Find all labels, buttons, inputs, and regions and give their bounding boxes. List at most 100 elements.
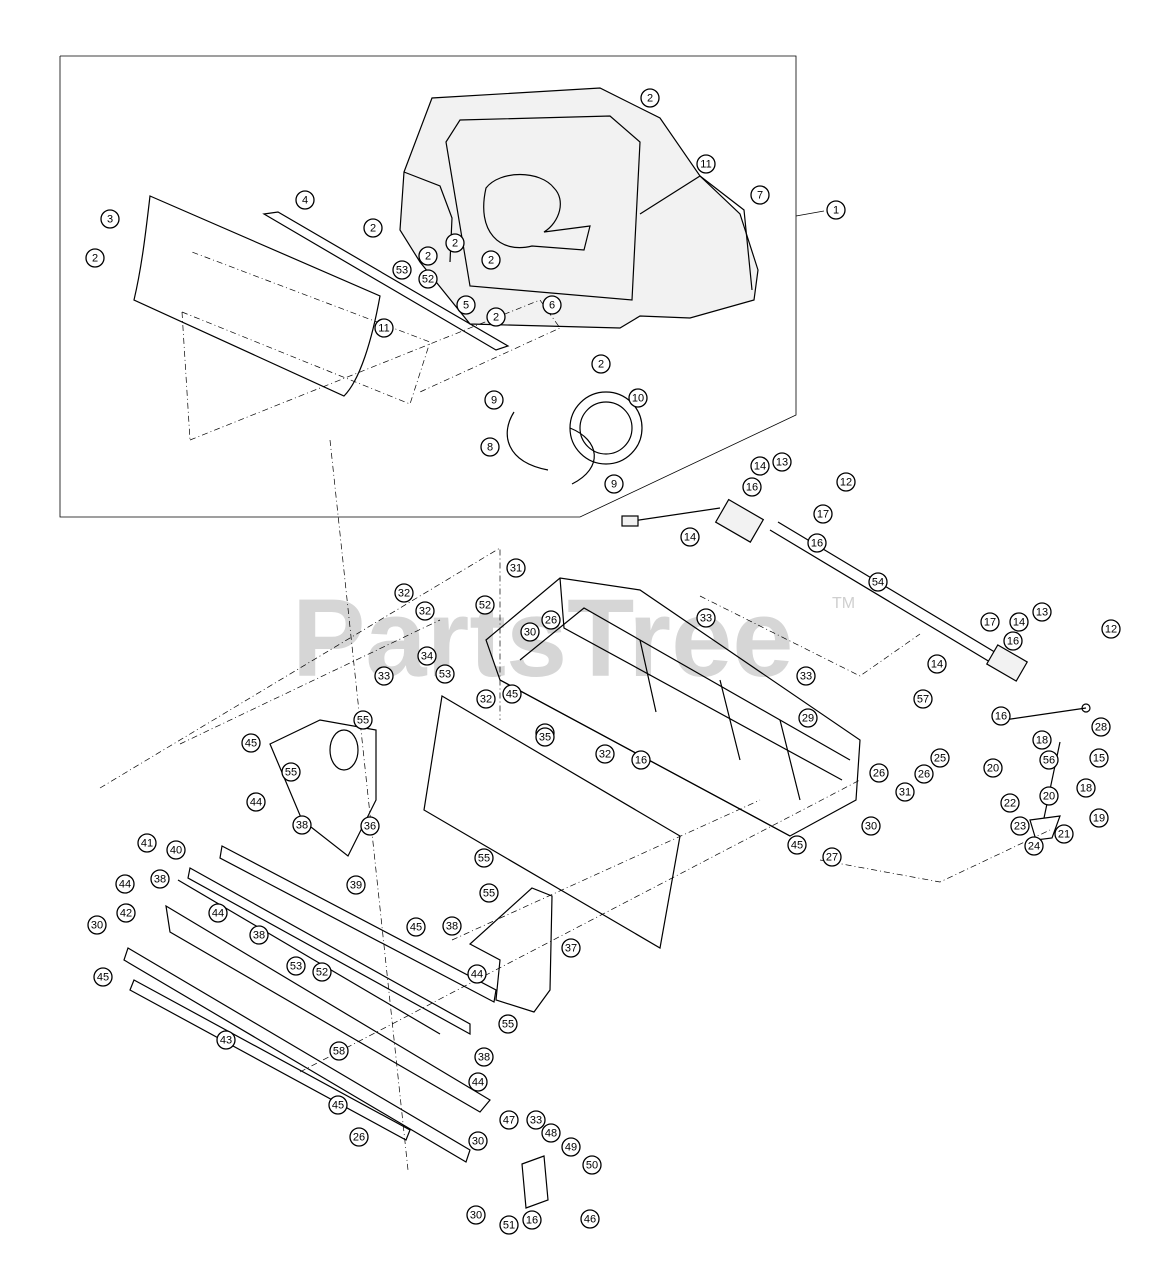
callout-circle	[983, 758, 1003, 778]
callout-9: 9	[604, 474, 624, 494]
callout-2: 2	[85, 248, 105, 268]
callout-circle	[750, 185, 770, 205]
callout-26: 26	[869, 763, 889, 783]
callout-34: 34	[417, 646, 437, 666]
callout-circle	[476, 689, 496, 709]
callout-44: 44	[468, 1072, 488, 1092]
callout-number: 31	[899, 787, 911, 799]
callout-number: 16	[746, 482, 758, 494]
callout-number: 13	[1036, 607, 1048, 619]
callout-circle	[520, 622, 540, 642]
callout-38: 38	[292, 815, 312, 835]
callout-circle	[406, 917, 426, 937]
callout-number: 2	[452, 238, 458, 250]
callout-number: 2	[598, 359, 604, 371]
callout-number: 32	[599, 749, 611, 761]
callout-55: 55	[498, 1014, 518, 1034]
callout-number: 29	[802, 713, 814, 725]
callout-37: 37	[561, 938, 581, 958]
callout-24: 24	[1024, 836, 1044, 856]
callout-circle	[116, 903, 136, 923]
callout-circle	[1003, 631, 1023, 651]
callout-45: 45	[93, 967, 113, 987]
callout-number: 2	[493, 312, 499, 324]
callout-number: 14	[1013, 617, 1025, 629]
callout-circle	[481, 250, 501, 270]
callout-number: 16	[635, 755, 647, 767]
callout-number: 51	[503, 1220, 515, 1232]
callout-number: 41	[141, 838, 153, 850]
callout-17: 17	[980, 612, 1000, 632]
callout-number: 52	[316, 967, 328, 979]
callout-circle	[1054, 824, 1074, 844]
callout-number: 2	[92, 253, 98, 265]
callout-circle	[328, 1095, 348, 1115]
callout-number: 38	[478, 1052, 490, 1064]
callout-circle	[582, 1155, 602, 1175]
callout-48: 48	[541, 1123, 561, 1143]
callout-circle	[312, 962, 332, 982]
callout-circle	[486, 307, 506, 327]
callout-circle	[484, 390, 504, 410]
side-plate-37	[468, 887, 553, 1013]
callout-circle	[85, 248, 105, 268]
callout-circle	[363, 218, 383, 238]
callout-circle	[930, 748, 950, 768]
callout-25: 25	[930, 748, 950, 768]
callout-number: 53	[290, 961, 302, 973]
hood-cover	[399, 87, 759, 329]
callout-circle	[418, 246, 438, 266]
callout-16: 16	[742, 477, 762, 497]
callout-number: 2	[370, 223, 376, 235]
callout-55: 55	[281, 762, 301, 782]
callout-number: 31	[510, 563, 522, 575]
callout-number: 9	[611, 479, 617, 491]
callout-2: 2	[445, 233, 465, 253]
callout-number: 3	[107, 214, 113, 226]
callout-circle	[631, 750, 651, 770]
callout-number: 11	[378, 323, 389, 335]
callout-49: 49	[561, 1137, 581, 1157]
callout-circle	[591, 354, 611, 374]
callout-number: 4	[302, 195, 308, 207]
callout-number: 45	[332, 1100, 344, 1112]
callout-53: 53	[435, 664, 455, 684]
callout-circle	[353, 710, 373, 730]
callout-circle	[861, 816, 881, 836]
callout-circle	[442, 916, 462, 936]
callout-number: 33	[378, 671, 390, 683]
leader-1	[795, 210, 825, 217]
callout-circle	[869, 763, 889, 783]
upper-assembly-frame	[59, 55, 797, 518]
callout-number: 18	[1036, 735, 1048, 747]
callout-circle	[349, 1127, 369, 1147]
callout-45: 45	[328, 1095, 348, 1115]
callout-circle	[100, 209, 120, 229]
callout-circle	[1000, 793, 1020, 813]
callout-number: 32	[419, 606, 431, 618]
callout-16: 16	[807, 533, 827, 553]
callout-circle	[561, 1137, 581, 1157]
callout-circle	[772, 452, 792, 472]
callout-30: 30	[466, 1205, 486, 1225]
callout-35: 35	[535, 727, 555, 747]
callout-circle	[249, 925, 269, 945]
callout-circle	[1039, 750, 1059, 770]
callout-43: 43	[216, 1030, 236, 1050]
callout-40: 40	[166, 840, 186, 860]
callout-number: 44	[471, 969, 483, 981]
callout-number: 38	[446, 921, 458, 933]
callout-19: 19	[1089, 808, 1109, 828]
callout-number: 20	[987, 763, 999, 775]
callout-33: 33	[696, 608, 716, 628]
callout-2: 2	[481, 250, 501, 270]
callout-30: 30	[87, 915, 107, 935]
callout-circle	[374, 318, 394, 338]
callout-circle	[499, 1215, 519, 1235]
callout-3: 3	[100, 209, 120, 229]
callout-circle	[640, 88, 660, 108]
callout-14: 14	[680, 527, 700, 547]
callout-32: 32	[394, 583, 414, 603]
callout-circle	[1089, 808, 1109, 828]
callout-32: 32	[595, 744, 615, 764]
